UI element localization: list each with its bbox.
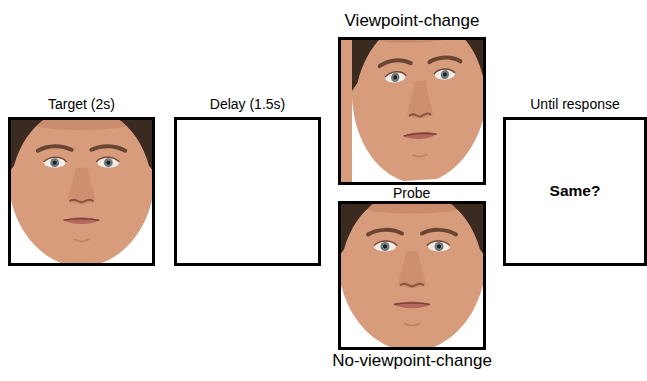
response-prompt: Same? <box>506 182 644 200</box>
step-heading: Until response <box>530 97 620 112</box>
step-heading: No-viewpoint-change <box>332 352 492 371</box>
probe-label: Probe <box>391 186 432 200</box>
step-heading: Target (2s) <box>48 97 115 112</box>
delay-frame: Delay (1.5s) <box>174 117 321 266</box>
step-heading: Delay (1.5s) <box>210 97 285 112</box>
probe-frame: Viewpoint-change <box>338 37 486 185</box>
step-heading: Viewpoint-change <box>345 12 480 31</box>
target-frame: Target (2s) <box>8 117 155 266</box>
response-frame: Until responseSame? <box>503 117 647 266</box>
probe-frame: No-viewpoint-change <box>338 201 486 350</box>
